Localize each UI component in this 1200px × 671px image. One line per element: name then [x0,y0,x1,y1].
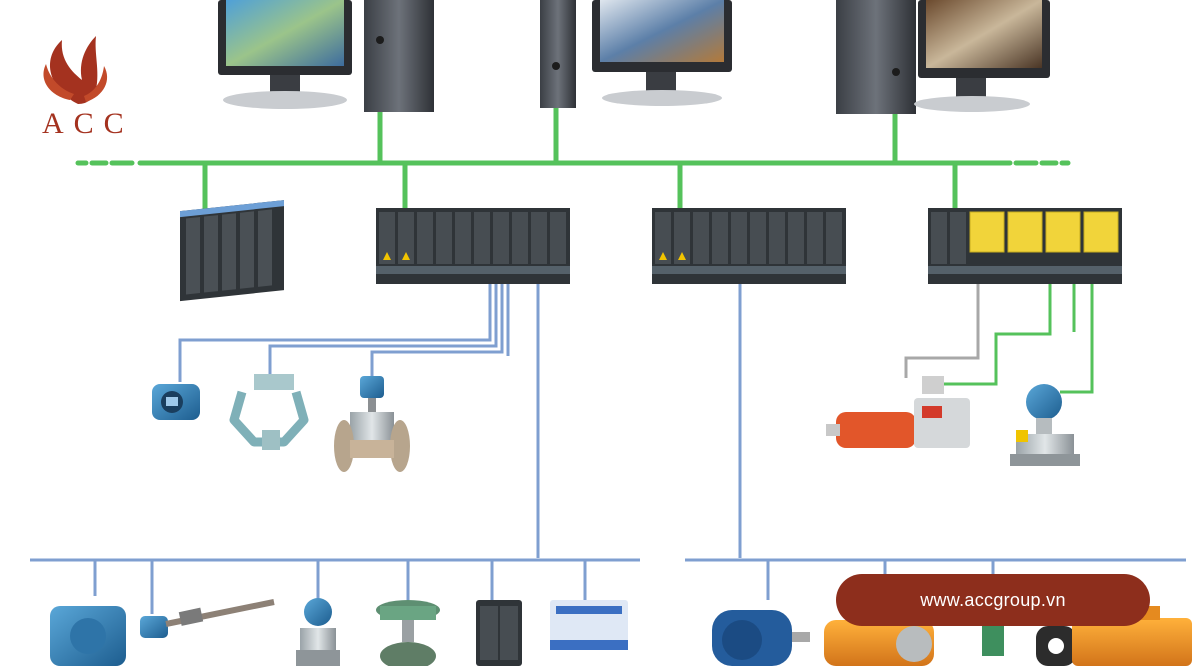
coriolis-meter [229,374,309,450]
transmitter [152,384,200,420]
controller-rack-2 [652,208,846,284]
fieldbus-wiring [30,284,1186,614]
control-valve [376,600,440,670]
website-badge[interactable]: www.accgroup.vn [836,574,1150,626]
valve-actuator [826,376,970,448]
io-module [476,600,522,666]
pressure-transmitter [1010,384,1080,466]
relay-module [550,600,628,650]
motor-drive [824,620,934,666]
acc-logo: ACC [42,36,134,140]
logo-text: ACC [42,107,134,140]
connector [1036,626,1076,666]
controller-rack-1 [376,208,570,284]
flame-icon [50,36,98,104]
workstation-2 [540,0,732,108]
io-signal-wiring [904,284,1094,394]
pc-tower [364,0,434,112]
pc-tower [540,0,576,108]
pc-tower [836,0,916,114]
ethernet-bus [75,103,1071,213]
vortex-flowmeter [334,376,410,472]
pressure-transmitter-lower [296,598,340,666]
controller-rack-io [928,208,1122,284]
temperature-probe [140,599,275,638]
workstation-1 [218,0,434,112]
monitor-screen [600,0,724,62]
workstation-3 [836,0,1050,114]
monitor-screen [226,0,344,66]
electric-motor [712,610,810,666]
sensor [982,624,1004,656]
explosion-proof-housing [50,606,126,666]
website-url: www.accgroup.vn [920,589,1066,610]
monitor-screen [926,0,1042,68]
controller-rack-small [180,200,284,302]
